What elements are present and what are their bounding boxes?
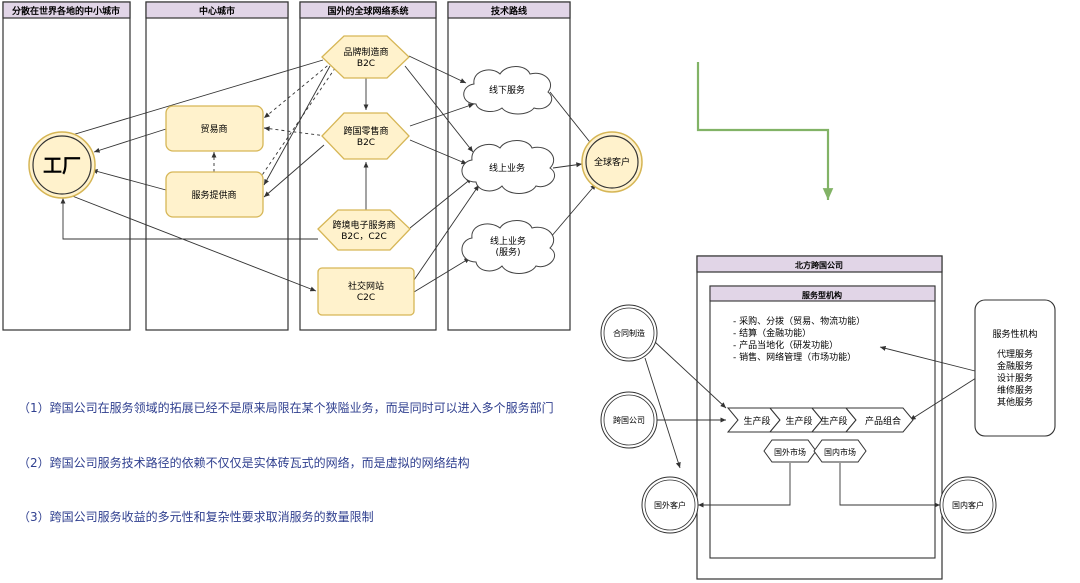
lane-title-tech: 技术路线 <box>491 5 527 17</box>
service-item: 代理服务 <box>997 348 1033 360</box>
factory-node: 工厂 <box>28 131 96 199</box>
retail-node: 跨国零售商 B2C <box>321 112 410 160</box>
trader-label: 贸易商 <box>200 123 227 135</box>
note-3: （3）跨国公司服务收益的多元性和复杂性要求取消服务的数量限制 <box>18 510 374 524</box>
brand-label: 品牌制造商 <box>343 46 388 58</box>
service-item: 维修服务 <box>997 384 1033 396</box>
mnc-label: 跨国公司 <box>613 416 645 425</box>
contract-label: 合同制造 <box>613 328 645 338</box>
lane-title-cities: 分散在世界各地的中小城市 <box>12 5 120 17</box>
service-item: 金融服务 <box>997 360 1033 372</box>
trader-node: 贸易商 <box>165 105 264 152</box>
social-node: 社交网站 C2C <box>317 267 415 316</box>
foreign-client-label: 国外客户 <box>654 500 686 510</box>
social-label: 社交网站 <box>348 280 384 292</box>
contract-node: 合同制造 <box>600 304 658 362</box>
global-client-label: 全球客户 <box>594 156 630 168</box>
online-service-sub-label: (服务) <box>495 246 520 258</box>
social-sub-label: C2C <box>357 293 375 303</box>
provider-label: 服务提供商 <box>191 189 236 201</box>
domestic-market-node: 国内市场 <box>813 439 867 463</box>
brand-sub-label: B2C <box>357 59 375 69</box>
ecom-node: 跨境电子服务商 B2C，C2C <box>317 209 411 251</box>
online-service-cloud: 线上业务 (服务) <box>461 220 556 274</box>
online-cloud: 线上业务 <box>461 140 556 194</box>
left-edges <box>60 55 597 293</box>
service-item: 其他服务 <box>997 396 1033 408</box>
domestic-market-label: 国内市场 <box>824 447 856 457</box>
global-client-node: 全球客户 <box>581 131 643 193</box>
function-list: - 采购、分拨（贸易、物流功能） - 结算（金融功能） - 产品当地化（研发功能… <box>733 315 865 363</box>
right-edges <box>644 341 977 508</box>
function-item: - 产品当地化（研发功能） <box>733 339 838 351</box>
left-dashed-edges <box>211 57 343 185</box>
online-label: 线上业务 <box>489 162 525 174</box>
provider-node: 服务提供商 <box>165 171 264 218</box>
services-box: 服务性机构 代理服务 金融服务 设计服务 维修服务 其他服务 <box>974 299 1056 437</box>
stage-label: 生产段 <box>820 415 847 427</box>
green-connector-arrow <box>696 62 834 200</box>
domestic-client-label: 国内客户 <box>952 500 984 510</box>
service-org-title: 服务型机构 <box>802 290 842 300</box>
note-2: （2）跨国公司服务技术路径的依赖不仅仅是实体砖瓦式的网络，而是虚拟的网络结构 <box>18 456 470 470</box>
lane-title-network: 国外的全球网络系统 <box>327 5 408 17</box>
services-title: 服务性机构 <box>992 328 1037 340</box>
offline-label: 线下服务 <box>489 84 525 96</box>
function-item: - 销售、网络管理（市场功能） <box>733 351 856 363</box>
foreign-market-label: 国外市场 <box>774 447 806 457</box>
service-item: 设计服务 <box>997 372 1033 384</box>
domestic-client-node: 国内客户 <box>939 476 997 534</box>
stage-label: 产品组合 <box>865 415 901 427</box>
ecom-label: 跨境电子服务商 <box>332 219 395 231</box>
mnc-node: 跨国公司 <box>600 391 658 449</box>
online-service-label: 线上业务 <box>490 235 526 247</box>
brand-node: 品牌制造商 B2C <box>321 35 410 79</box>
retail-label: 跨国零售商 <box>343 125 388 137</box>
function-item: - 采购、分拨（贸易、物流功能） <box>733 315 865 327</box>
ecom-sub-label: B2C，C2C <box>341 232 386 242</box>
retail-sub-label: B2C <box>357 138 375 148</box>
lane-title-center: 中心城市 <box>199 5 235 17</box>
foreign-client-node: 国外客户 <box>641 476 699 534</box>
company-title: 北方跨国公司 <box>795 260 843 270</box>
note-1: （1）跨国公司在服务领域的拓展已经不是原来局限在某个狭隘业务，而是同时可以进入多… <box>18 401 554 415</box>
factory-label: 工厂 <box>43 155 81 177</box>
offline-cloud: 线下服务 <box>463 66 553 115</box>
function-item: - 结算（金融功能） <box>733 327 811 339</box>
stage-label: 生产段 <box>743 415 770 427</box>
production-chain: 生产段 生产段 生产段 产品组合 <box>726 407 914 433</box>
foreign-market-node: 国外市场 <box>763 439 817 463</box>
stage-label: 生产段 <box>785 415 812 427</box>
